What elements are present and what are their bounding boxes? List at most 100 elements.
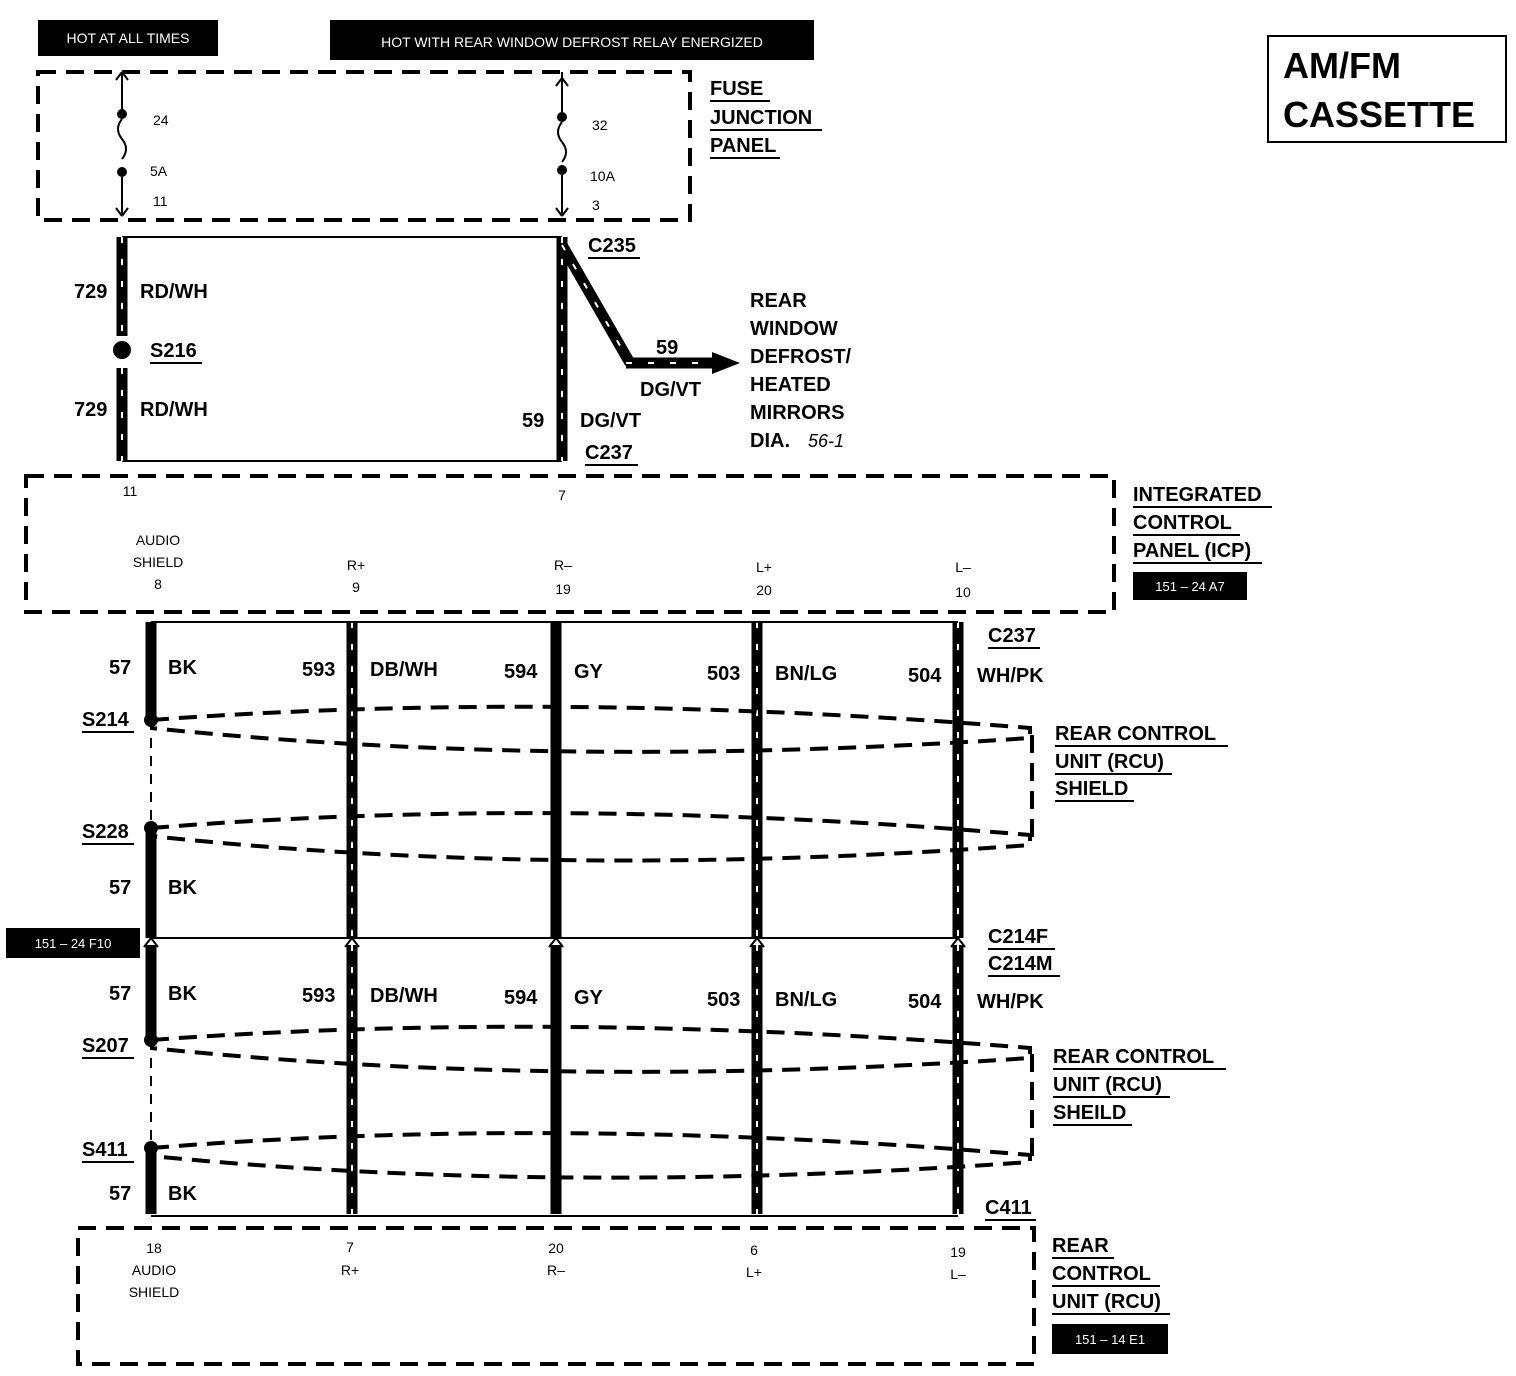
upper-color-bnlg: BN/LG: [775, 663, 837, 685]
wire-504: [950, 622, 966, 1214]
lower-shield-circuit-57: 57: [109, 1183, 131, 1205]
defrost-ref-line-4: HEATED: [750, 374, 831, 396]
icp-ref-text: 151 – 24 A7: [1155, 579, 1224, 594]
circuit-59-branch: 59: [656, 337, 678, 359]
color-dgvt-branch: DG/VT: [640, 379, 701, 401]
rcu-shield-lower: [150, 1024, 1034, 1180]
fuse-right-symbol: [555, 72, 569, 217]
icp-pin-20: 20: [756, 582, 772, 598]
inline-connector-ref-badge: [6, 928, 140, 958]
icp-pin-8: 8: [154, 576, 162, 592]
icp-pin-rplus-name: R+: [347, 557, 365, 573]
wire-594: [548, 622, 564, 1214]
rcu-label-1: REAR: [1052, 1235, 1109, 1257]
rcu-pin-6: 6: [750, 1242, 758, 1258]
wire-57-upper: [143, 622, 159, 1214]
icp-label-1: INTEGRATED: [1133, 484, 1262, 506]
fuse-panel-label-1: FUSE: [710, 78, 763, 100]
icp-pin-lplus-name: L+: [756, 559, 772, 575]
lower-color-bnlg: BN/LG: [775, 989, 837, 1011]
connector-c214m-label: C214M: [988, 953, 1052, 975]
fuse-right-bottom-pin: 3: [592, 197, 600, 213]
defrost-diagram-ref: 56-1: [808, 431, 844, 451]
icp-ref-badge: [1133, 572, 1247, 600]
fuse-panel-label-3: PANEL: [710, 135, 776, 157]
rcu-label-2: CONTROL: [1052, 1263, 1151, 1285]
upper-color-bk: BK: [168, 657, 197, 679]
lower-color-gy: GY: [574, 987, 604, 1009]
icp-pin-shield: SHIELD: [133, 554, 184, 570]
fuse-junction-panel-box: [36, 70, 692, 222]
splice-s228-label: S228: [82, 821, 129, 843]
icp-pin-lminus-name: L–: [955, 559, 971, 575]
upper-circuit-593: 593: [302, 659, 335, 681]
lower-color-dbwh: DB/WH: [370, 985, 438, 1007]
upper-circuit-57: 57: [109, 657, 131, 679]
icp-pin-19: 19: [555, 581, 571, 597]
upper-shield-circuit-57: 57: [109, 877, 131, 899]
splice-s216-dot: [113, 341, 131, 359]
rcu-pin-18: 18: [146, 1240, 162, 1256]
title-line-1: AM/FM: [1283, 45, 1401, 86]
fuse-left-bottom-pin: 11: [153, 193, 168, 209]
connector-c237-upper-label: C237: [585, 442, 633, 464]
icp-pin-10: 10: [955, 584, 971, 600]
rcu-pin-audio: AUDIO: [132, 1262, 176, 1278]
upper-color-gy: GY: [574, 661, 604, 683]
hot-always-banner: [38, 20, 218, 56]
wire-59: [556, 237, 740, 461]
splice-s214-label: S214: [82, 709, 130, 731]
rcu-pin-rminus: R–: [547, 1262, 565, 1278]
rcu-ref-badge: [1052, 1324, 1168, 1354]
icp-box: [24, 474, 1116, 614]
splice-s207-label: S207: [82, 1035, 129, 1057]
fuse-left-symbol: [115, 71, 129, 217]
color-rdwh-lower: RD/WH: [140, 399, 208, 421]
rcu-pin-20: 20: [548, 1240, 564, 1256]
icp-top-pin-11: 11: [123, 483, 138, 499]
defrost-ref-line-6: DIA.: [750, 430, 790, 452]
hot-always-text: HOT AT ALL TIMES: [67, 30, 190, 46]
inline-connector-ref: 151 – 24 F10: [35, 936, 112, 951]
rcu-box: [76, 1226, 1036, 1366]
upper-circuit-594: 594: [504, 661, 538, 683]
title-line-2: CASSETTE: [1283, 94, 1475, 135]
upper-circuit-504: 504: [908, 665, 942, 687]
fuse-right-top-pin: 32: [592, 117, 608, 133]
icp-label-3: PANEL (ICP): [1133, 540, 1251, 562]
upper-circuit-503: 503: [707, 663, 740, 685]
splice-s411-label: S411: [82, 1139, 128, 1161]
lower-circuit-504: 504: [908, 991, 942, 1013]
upper-shield-label-2: UNIT (RCU): [1055, 751, 1164, 773]
lower-circuit-593: 593: [302, 985, 335, 1007]
rcu-pin-7: 7: [346, 1239, 354, 1255]
color-dgvt-main: DG/VT: [580, 410, 641, 432]
upper-color-whpk: WH/PK: [977, 665, 1044, 687]
defrost-ref-line-2: WINDOW: [750, 318, 838, 340]
circuit-729-lower: 729: [74, 399, 107, 421]
icp-label-2: CONTROL: [1133, 512, 1232, 534]
rcu-shield-upper: [150, 704, 1034, 863]
hot-defrost-banner: [330, 20, 814, 60]
wire-503: [749, 622, 765, 1214]
fuse-left-top-pin: 24: [153, 112, 169, 128]
defrost-ref-line-1: REAR: [750, 290, 807, 312]
icp-pin-rminus-name: R–: [554, 557, 572, 573]
hot-defrost-text: HOT WITH REAR WINDOW DEFROST RELAY ENERG…: [381, 34, 763, 50]
rcu-pin-lplus: L+: [746, 1264, 762, 1280]
defrost-ref-line-5: MIRRORS: [750, 402, 844, 424]
lower-shield-label-3: SHEILD: [1053, 1102, 1126, 1124]
connector-c237-lower-label: C237: [988, 625, 1036, 647]
lower-color-whpk: WH/PK: [977, 991, 1044, 1013]
wire-593: [344, 622, 360, 1214]
rcu-label-3: UNIT (RCU): [1052, 1291, 1161, 1313]
upper-shield-color-bk: BK: [168, 877, 197, 899]
icp-top-pin-7: 7: [558, 487, 566, 503]
rcu-pin-shield: SHIELD: [129, 1284, 180, 1300]
connector-c411-label: C411: [985, 1197, 1032, 1219]
icp-pin-9: 9: [352, 579, 360, 595]
icp-pin-audio: AUDIO: [136, 532, 180, 548]
connector-c214f-label: C214F: [988, 926, 1048, 948]
lower-color-bk: BK: [168, 983, 197, 1005]
